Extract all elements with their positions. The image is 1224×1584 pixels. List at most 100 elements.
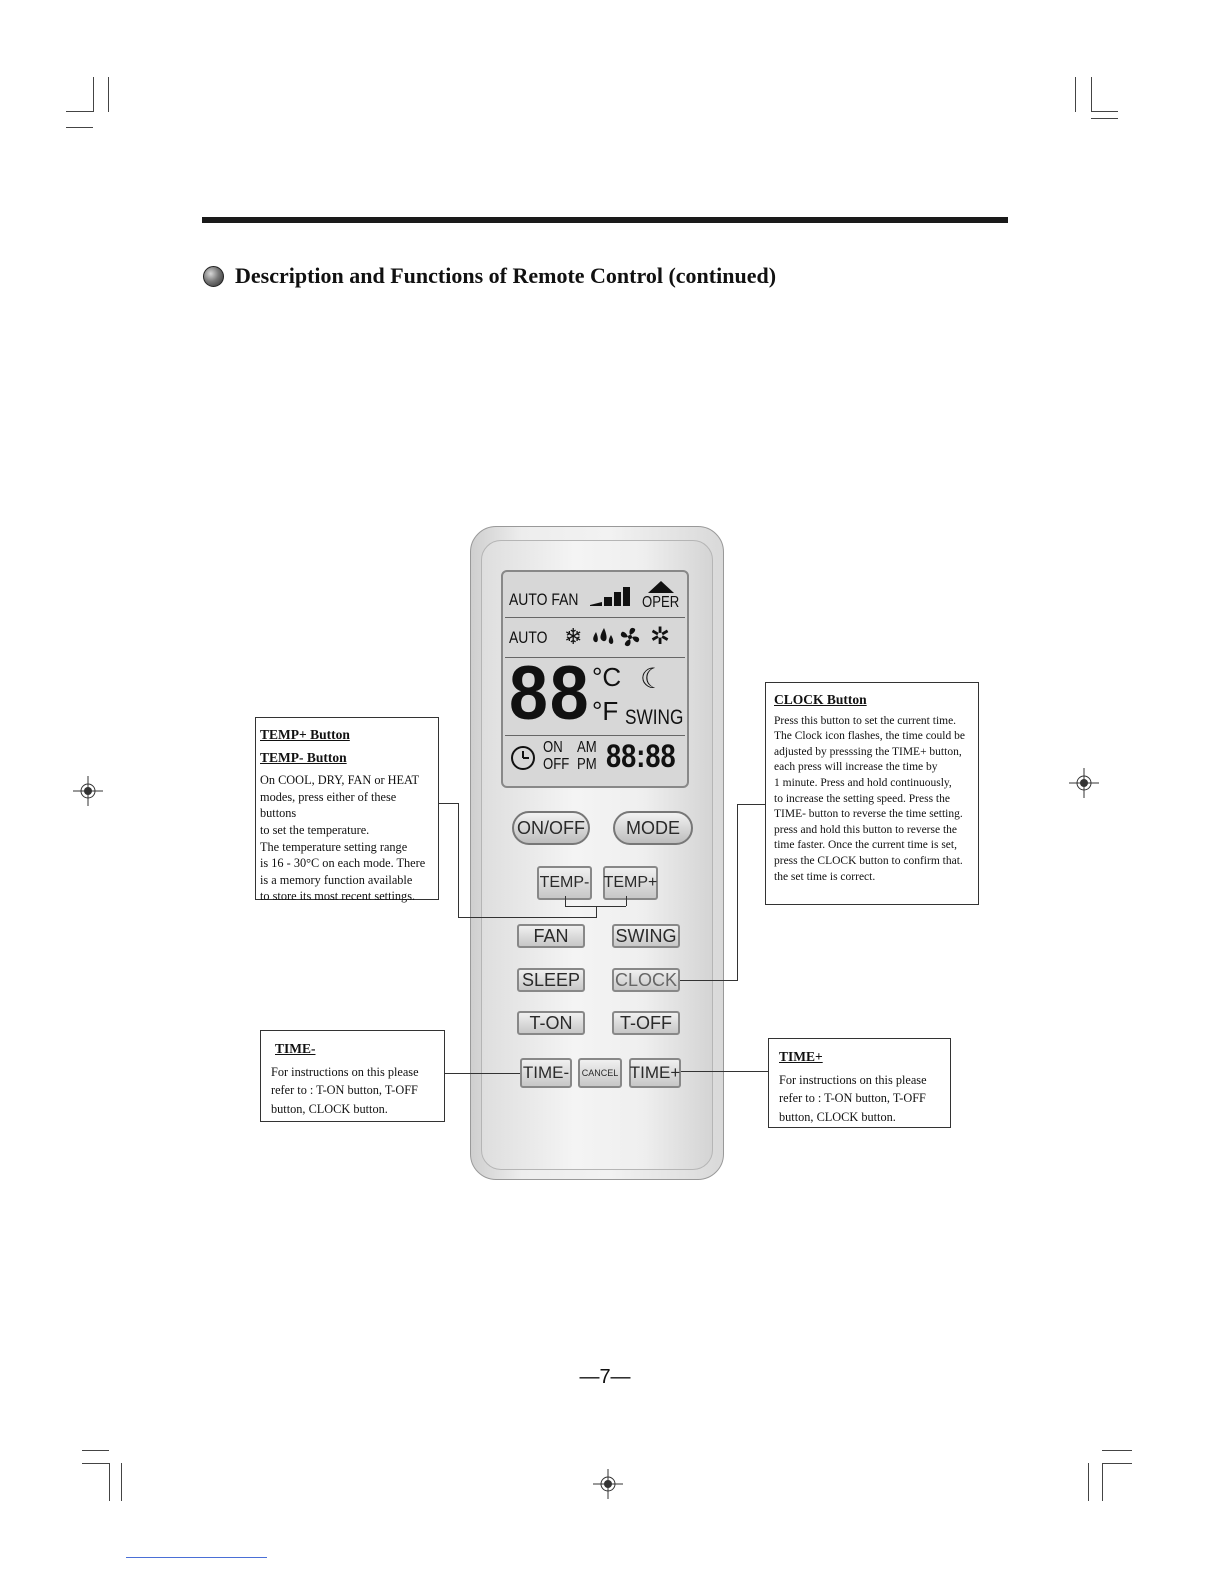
oper-triangle-icon xyxy=(648,581,674,593)
callout-line: button, CLOCK button. xyxy=(779,1109,896,1124)
bullet-icon xyxy=(203,265,224,287)
crop-mark xyxy=(66,127,93,128)
temp-plus-title: TEMP+ Button xyxy=(260,727,350,742)
connector-line xyxy=(680,980,737,981)
crop-mark xyxy=(1102,1450,1132,1451)
lcd-oper: OPER xyxy=(642,594,680,611)
temp-minus-title: TEMP- Button xyxy=(260,749,347,765)
time-minus-title: TIME- xyxy=(275,1041,316,1056)
registration-target-icon xyxy=(593,1469,623,1499)
crop-mark xyxy=(82,1463,109,1464)
sleep-button[interactable]: SLEEP xyxy=(517,968,585,992)
connector-line xyxy=(458,917,596,918)
lcd-temp-digits: 88 xyxy=(509,651,591,736)
callout-line: to increase the setting speed. Press the xyxy=(774,792,950,805)
drop-icon xyxy=(593,628,614,644)
callout-line: 1 minute. Press and hold continuously, xyxy=(774,776,952,789)
cancel-button[interactable]: CANCEL xyxy=(578,1058,622,1088)
connector-line xyxy=(438,803,458,804)
connector-line xyxy=(681,1071,768,1072)
crop-mark xyxy=(1091,111,1118,112)
connector-line xyxy=(737,804,738,981)
time-plus-callout: TIME+ For instructions on this please re… xyxy=(768,1038,951,1128)
page-number: —7— xyxy=(579,1366,631,1388)
callout-line: On COOL, DRY, FAN or HEAT xyxy=(260,773,420,788)
callout-line: each press will increase the time by xyxy=(774,761,938,774)
callout-line: adjusted by presssing the TIME+ button, xyxy=(774,745,962,758)
crop-mark xyxy=(1075,77,1076,112)
time-plus-button[interactable]: TIME+ xyxy=(629,1058,681,1088)
callout-line: press and hold this button to reverse th… xyxy=(774,823,958,836)
callout-line: Press this button to set the current tim… xyxy=(774,714,957,727)
callout-line: For instructions on this please xyxy=(271,1064,419,1079)
lcd-fahrenheit: °F xyxy=(592,696,619,726)
lcd-divider xyxy=(505,617,685,618)
callout-line: refer to : T-ON button, T-OFF xyxy=(779,1091,926,1105)
crop-mark xyxy=(109,1463,110,1501)
crop-mark xyxy=(82,1450,109,1451)
lcd-pm: PM xyxy=(577,756,597,773)
crop-mark xyxy=(1088,1463,1089,1501)
fan-button[interactable]: FAN xyxy=(517,924,585,948)
callout-line: TIME- button to reverse the time setting… xyxy=(774,808,963,821)
fan-speed-bars-icon xyxy=(590,587,630,606)
callout-line: to store its most recent settings. xyxy=(260,889,416,904)
crop-mark xyxy=(1102,1463,1132,1464)
mode-button[interactable]: MODE xyxy=(613,811,693,845)
callout-line: the set time is correct. xyxy=(774,870,876,883)
lcd-swing: SWING xyxy=(625,706,684,729)
t-off-button[interactable]: T-OFF xyxy=(612,1011,680,1035)
connector-line xyxy=(444,1073,520,1074)
temp-callout: TEMP+ Button TEMP- Button On COOL, DRY, … xyxy=(255,717,439,903)
lcd-am: AM xyxy=(577,739,597,756)
crop-mark xyxy=(1091,118,1118,119)
connector-line xyxy=(458,803,459,918)
lcd-celsius: °C xyxy=(592,662,622,692)
crop-mark xyxy=(108,77,109,112)
callout-line: time faster. Once the current time is se… xyxy=(774,839,957,852)
callout-line: The temperature setting range xyxy=(260,839,408,854)
clock-title: CLOCK Button xyxy=(774,692,867,707)
crop-mark xyxy=(66,111,93,112)
temp-plus-button[interactable]: TEMP+ xyxy=(603,866,658,900)
on-off-button[interactable]: ON/OFF xyxy=(512,811,590,845)
connector-line xyxy=(565,906,626,907)
footer-rule xyxy=(126,1557,267,1558)
clock-callout: CLOCK Button Press this button to set th… xyxy=(765,682,979,905)
connector-line xyxy=(596,906,597,918)
crop-mark xyxy=(1102,1463,1103,1501)
callout-line: modes, press either of these buttons xyxy=(260,789,397,821)
lcd-off: OFF xyxy=(543,756,570,773)
lcd-time-digits: 88:88 xyxy=(606,738,676,774)
registration-target-icon xyxy=(73,776,103,806)
top-rule xyxy=(202,217,1008,223)
moon-icon: ☾ xyxy=(640,663,666,694)
crop-mark xyxy=(1091,77,1092,112)
heading-text: Description and Functions of Remote Cont… xyxy=(235,263,777,288)
connector-line xyxy=(626,896,627,906)
callout-line: press the CLOCK button to confirm that. xyxy=(774,854,963,867)
time-minus-callout: TIME- For instructions on this please re… xyxy=(260,1030,445,1122)
clock-button[interactable]: CLOCK xyxy=(612,968,680,992)
callout-line: is 16 - 30°C on each mode. There xyxy=(260,856,426,871)
lcd-on: ON xyxy=(543,739,563,756)
sun-icon: ✲ xyxy=(650,623,671,650)
fan-icon xyxy=(620,627,640,647)
crop-mark xyxy=(93,77,94,112)
connector-line xyxy=(737,804,765,805)
section-heading: Description and Functions of Remote Cont… xyxy=(203,258,1023,294)
lcd-divider xyxy=(505,657,685,658)
time-minus-button[interactable]: TIME- xyxy=(520,1058,572,1088)
time-plus-title: TIME+ xyxy=(779,1049,823,1064)
temp-minus-button[interactable]: TEMP- xyxy=(537,866,592,900)
swing-button[interactable]: SWING xyxy=(612,924,680,948)
callout-line: is a memory function available xyxy=(260,872,413,887)
registration-target-icon xyxy=(1069,768,1099,798)
t-on-button[interactable]: T-ON xyxy=(517,1011,585,1035)
callout-line: The Clock icon flashes, the time could b… xyxy=(774,730,965,743)
callout-line: to set the temperature. xyxy=(260,822,370,837)
lcd-auto-fan: AUTO FAN xyxy=(509,590,579,609)
clock-icon xyxy=(511,746,535,770)
lcd-auto-mode: AUTO xyxy=(509,628,548,647)
lcd-divider xyxy=(505,735,685,736)
